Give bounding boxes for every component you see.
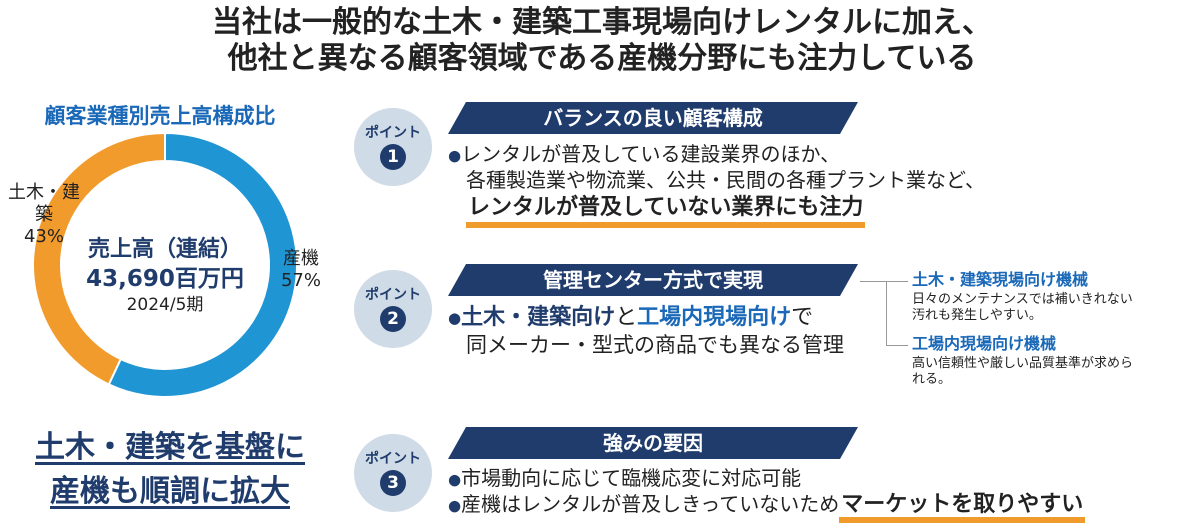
point-3-banner: 強みの要因 — [448, 427, 858, 459]
connector-line — [886, 281, 908, 282]
point-2-suffix: で — [791, 305, 814, 330]
summary-line-1: 土木・建築を基盤に — [35, 430, 305, 465]
point-badge-label: ポイント — [365, 125, 421, 141]
point-3-bullet-1: ●市場動向に応じて臨機応変に対応可能 — [448, 466, 801, 492]
point-3-bullet-2: ●産機はレンタルが普及しきっていないためマーケットを取りやすい — [448, 492, 1086, 523]
connector-line — [886, 281, 887, 345]
point-badge-label: ポイント — [365, 287, 421, 303]
point-badge-number: 2 — [380, 306, 406, 332]
point-2-joiner: と — [615, 305, 638, 330]
side-note-2-title: 工場内現場向け機械 — [912, 334, 1057, 353]
point-3-highlight: マーケットを取りやすい — [839, 492, 1086, 523]
bullet-dot-icon: ● — [448, 146, 462, 165]
side-note-2-line-1: 高い信頼性や厳しい品質基準が求めら — [912, 356, 1134, 371]
bullet-dot-icon: ● — [448, 470, 462, 489]
chart-title: 顧客業種別売上高構成比 — [44, 104, 276, 128]
side-note-1-line-1: 日々のメンテナンスでは補いきれない — [912, 292, 1133, 307]
donut-center-period: 2024/5期 — [126, 295, 204, 315]
slice-label-civil-value: 43% — [23, 226, 64, 247]
point-badge-2: ポイント 2 — [354, 270, 432, 348]
point-1-line-1: レンタルが普及している建設業界のほか、 — [461, 142, 841, 166]
donut-chart — [32, 131, 298, 398]
headline-line-2: 他社と異なる顧客領域である産機分野にも注力している — [227, 41, 977, 76]
point-3-line-2: 産機はレンタルが普及しきっていないため — [461, 492, 840, 516]
point-badge-1: ポイント 1 — [354, 108, 432, 186]
slice-label-civil: 土木・建築 43% — [0, 182, 88, 248]
donut-slice-industrial — [107, 131, 298, 398]
slice-label-civil-name: 土木・建築 — [8, 182, 80, 225]
slice-label-industrial-value: 57% — [280, 270, 321, 291]
summary-line-2: 産機も順調に拡大 — [50, 474, 290, 509]
connector-line — [886, 345, 908, 346]
side-note-1-title: 土木・建築現場向け機械 — [912, 270, 1089, 289]
connector-line — [860, 281, 886, 282]
bullet-dot-icon: ● — [448, 496, 462, 515]
slice-label-industrial-name: 産機 — [283, 248, 319, 269]
donut-center: 売上高（連結） 43,690百万円 2024/5期 — [60, 236, 270, 316]
point-2-part-b: 工場内現場向け — [637, 305, 792, 330]
point-1-bullet: ●レンタルが普及している建設業界のほか、 — [448, 142, 840, 168]
donut-center-title: 売上高（連結） — [87, 237, 242, 262]
point-1-line-2: 各種製造業や物流業、公共・民間の各種プラント業など、 — [466, 168, 985, 192]
point-1-highlight: レンタルが普及していない業界にも注力 — [466, 194, 866, 228]
point-2-line-2: 同メーカー・型式の商品でも異なる管理 — [466, 333, 844, 357]
point-2-bullet: ●土木・建築向けと工場内現場向けで — [448, 304, 813, 332]
point-3-line-1: 市場動向に応じて臨機応変に対応可能 — [461, 466, 802, 490]
donut-slice-civil — [32, 131, 166, 386]
side-note-1-line-2: 汚れも発生しやすい。 — [912, 308, 1042, 323]
bullet-dot-icon: ● — [448, 309, 462, 327]
side-note-2-line-2: れる。 — [912, 372, 952, 387]
slice-label-industrial: 産機 57% — [266, 248, 336, 292]
headline-line-1: 当社は一般的な土木・建築工事現場向けレンタルに加え、 — [212, 5, 992, 40]
point-2-banner: 管理センター方式で実現 — [448, 264, 858, 296]
point-badge-number: 3 — [380, 470, 406, 496]
donut-center-value: 43,690百万円 — [86, 266, 244, 292]
point-2-part-a: 土木・建築向け — [461, 305, 616, 330]
point-badge-label: ポイント — [365, 451, 421, 467]
point-1-banner: バランスの良い顧客構成 — [448, 102, 858, 134]
point-badge-number: 1 — [380, 144, 406, 170]
point-badge-3: ポイント 3 — [354, 434, 432, 512]
